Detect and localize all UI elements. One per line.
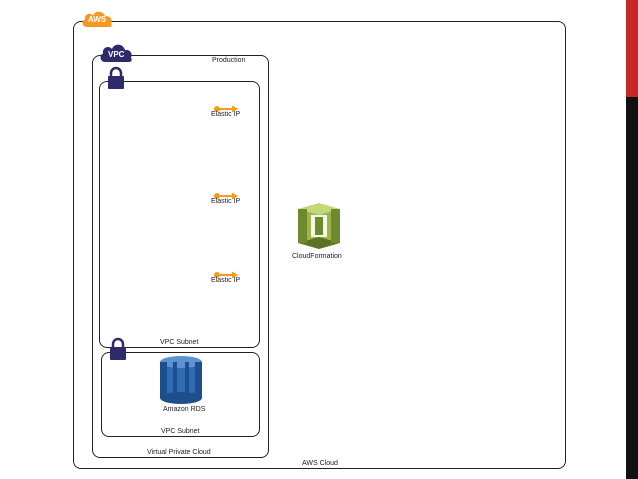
side-bar-accent [626, 0, 638, 97]
aws-badge-text: AWS [88, 15, 107, 24]
elastic-ip-label: Elastic IP [211, 277, 241, 284]
vpc-badge-text: VPC [108, 50, 125, 59]
subnet-bottom-label: VPC Subnet [161, 428, 200, 435]
elastic-ip-label: Elastic IP [211, 111, 241, 118]
elastic-ip-label: Elastic IP [211, 198, 241, 205]
production-label: Production [212, 57, 246, 64]
aws-cloud-label: AWS Cloud [302, 460, 338, 467]
cloudformation-icon [298, 203, 340, 249]
side-bar-red [626, 97, 638, 479]
vpc-boundary [92, 55, 269, 458]
vpc-label: Virtual Private Cloud [147, 449, 211, 456]
vpc-cloud-badge-icon: VPC [98, 40, 134, 66]
subnet-top-label: VPC Subnet [160, 339, 199, 346]
amazon-rds-icon [160, 356, 202, 404]
aws-cloud-badge-icon: AWS [80, 8, 114, 30]
amazon-rds-label: Amazon RDS [163, 406, 206, 413]
padlock-icon [108, 337, 128, 361]
vpc-subnet-top [99, 81, 260, 348]
elastic-ip-icon [213, 101, 239, 113]
vpc-subnet-bottom [101, 352, 260, 437]
aws-cloud-boundary [73, 21, 566, 469]
elastic-ip-icon [213, 188, 239, 200]
elastic-ip-icon [213, 267, 239, 279]
cloudformation-label: CloudFormation [292, 253, 342, 260]
padlock-icon [106, 66, 126, 90]
